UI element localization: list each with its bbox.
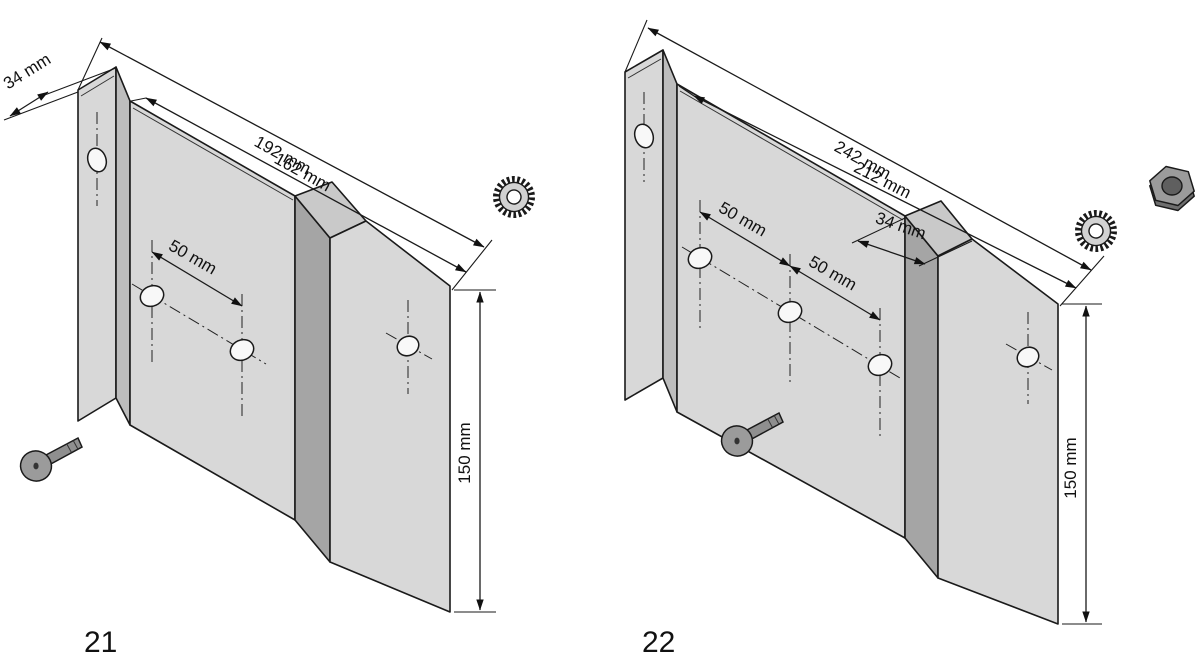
nut-hole [1161, 176, 1183, 196]
flat-head-screw [19, 436, 83, 482]
figure-22-drawing: 242 mm 212 mm 50 mm 50 mm 34 mm 150 mm 2… [624, 19, 1195, 656]
screw-head-center [33, 462, 39, 470]
dimension-line-50a [699, 211, 791, 267]
figure-caption-22: 22 [642, 626, 675, 656]
dimension-line-162 [145, 97, 467, 273]
figure-caption-21: 21 [84, 626, 117, 656]
screw-head-center [734, 437, 740, 445]
figure-21-drawing: 34 mm 192 mm 162 mm 50 mm 150 mm 21 [0, 37, 535, 656]
dimension-line-34 [857, 240, 926, 265]
mounting-hole [867, 353, 893, 377]
hex-nut [1149, 165, 1195, 212]
serrated-lock-washer [493, 176, 535, 218]
dim-label-flange-depth: 34 mm [0, 50, 54, 94]
washer-teeth [1075, 210, 1117, 252]
mounting-hole [229, 338, 255, 362]
screw-thread-lines [66, 440, 79, 453]
flat-head-screw [720, 411, 784, 457]
dim-label-height: 150 mm [455, 422, 474, 483]
bracket-right-face [329, 220, 451, 613]
screw-thread-lines [767, 415, 780, 428]
mounting-hole [396, 335, 420, 357]
dimension-line-34 [9, 91, 49, 117]
dimension-line-50b [789, 265, 881, 321]
bracket-fold-face [662, 49, 678, 413]
washer-hole [1088, 223, 1104, 239]
dimension-line-50 [151, 251, 243, 307]
bracket-fold-face [115, 66, 131, 426]
washer-teeth [493, 176, 535, 218]
bracket-groove-wall [904, 215, 939, 579]
mounting-hole [1016, 346, 1040, 368]
serrated-lock-washer [1075, 210, 1117, 252]
dim-label-height: 150 mm [1061, 437, 1080, 498]
bracket-groove-wall [294, 195, 331, 563]
dimension-line-212 [693, 95, 1077, 289]
bracket-main-face [129, 100, 296, 521]
washer-hole [506, 189, 522, 205]
bracket-right-face [937, 238, 1059, 625]
